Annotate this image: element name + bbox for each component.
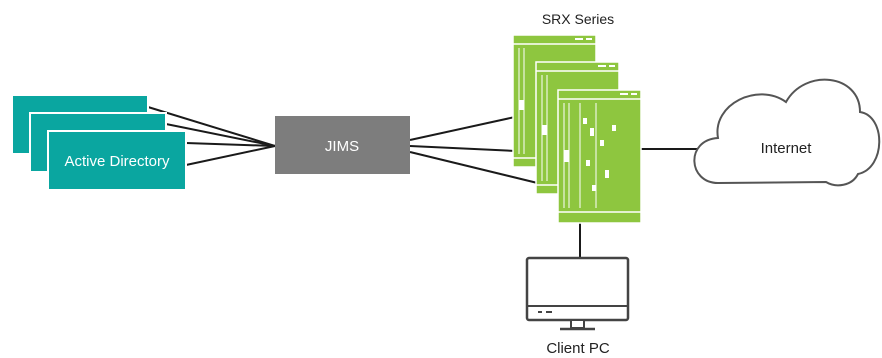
ad-card-front (47, 130, 187, 191)
internet-node: Internet (693, 78, 881, 187)
jims-label: JIMS (325, 138, 359, 155)
link-jims-srx1 (409, 116, 516, 141)
internet-label: Internet (761, 140, 813, 157)
client-pc-node: Client PC (525, 256, 630, 357)
link-ad2-jims (165, 123, 276, 147)
jims-box (275, 116, 410, 174)
monitor-icon (525, 256, 630, 331)
link-jims-srx3 (409, 151, 559, 189)
link-ad1-jims (147, 106, 276, 147)
srx-series-label: SRX Series (542, 11, 614, 27)
link-ad3-jims (185, 142, 276, 147)
srx-device-front (557, 89, 642, 224)
cloud-icon (693, 78, 881, 187)
jims-node: JIMS (275, 116, 410, 174)
connections (147, 106, 697, 258)
active-directory-label: Active Directory (64, 153, 170, 170)
srx-device-stack (512, 34, 642, 224)
client-pc-label: Client PC (546, 340, 610, 357)
active-directory-stack: Active Directory (11, 94, 187, 191)
link-ad4-jims (185, 145, 276, 166)
